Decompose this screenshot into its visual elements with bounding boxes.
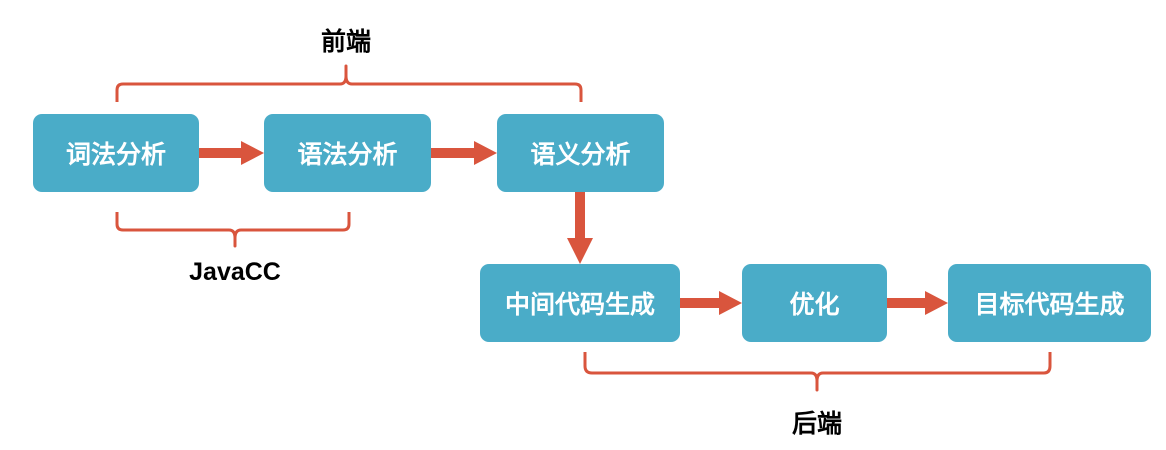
arrow-optimize-to-codegen (887, 291, 948, 315)
lexical-analysis-box: 词法分析 (33, 114, 199, 192)
syntax-analysis-box: 语法分析 (264, 114, 431, 192)
arrow-ir-to-optimize (680, 291, 742, 315)
frontend-brace (115, 64, 583, 102)
target-code-generation-box: 目标代码生成 (948, 264, 1151, 342)
backend-label: 后端 (791, 409, 843, 438)
arrow-semantic-to-ir (567, 192, 593, 264)
optimization-box: 优化 (742, 264, 887, 342)
semantic-analysis-box: 语义分析 (497, 114, 664, 192)
arrow-lexical-to-syntax (199, 141, 264, 165)
javacc-label: JavaCC (189, 258, 281, 286)
backend-brace (583, 352, 1052, 392)
frontend-label: 前端 (320, 27, 372, 56)
arrow-syntax-to-semantic (431, 141, 497, 165)
intermediate-code-generation-box: 中间代码生成 (480, 264, 680, 342)
javacc-brace (115, 212, 351, 248)
